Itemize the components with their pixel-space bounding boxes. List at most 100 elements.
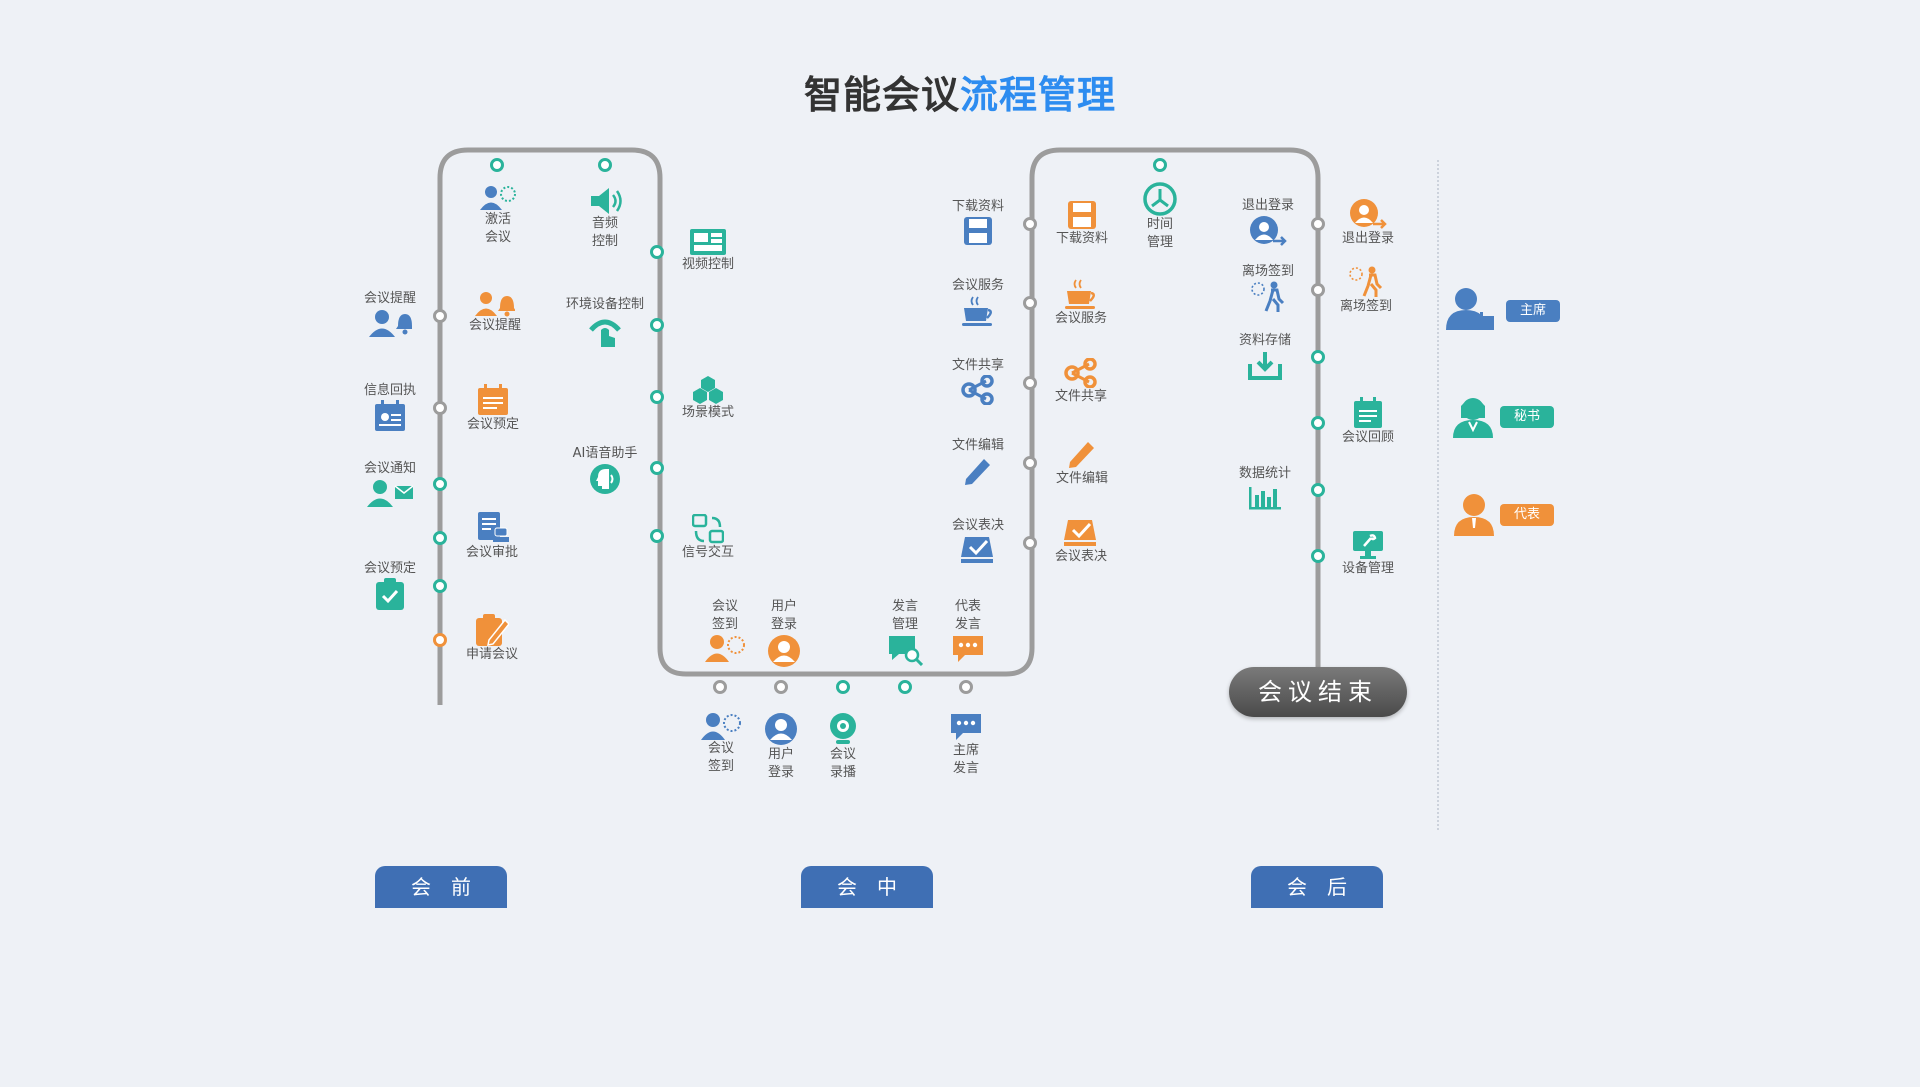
meeting-end-pill[interactable]: 会议结束	[1229, 667, 1407, 717]
in-item-logout[interactable]: 退出登录	[1213, 197, 1323, 247]
left-item-file-share[interactable]: 文件共享	[923, 357, 1033, 405]
track-node	[433, 531, 447, 545]
left-item-receipt[interactable]: 信息回执	[335, 382, 445, 432]
track-node	[650, 461, 664, 475]
user-fingerprint-icon	[705, 635, 745, 662]
item-signal-exchange[interactable]: 信号交互	[653, 514, 763, 562]
item-vote[interactable]: 会议表决	[1026, 518, 1136, 566]
left-item-service[interactable]: 会议服务	[923, 277, 1033, 327]
item-delegate-speech[interactable]: 代表 发言	[913, 598, 1023, 664]
track-node	[959, 680, 973, 694]
chat-search-icon	[889, 636, 923, 666]
role-tag-chair: 主席	[1506, 300, 1561, 322]
secretary-person-icon	[1453, 398, 1493, 438]
tab-during-meeting[interactable]: 会 中	[801, 866, 933, 908]
voice-head-icon	[590, 464, 620, 494]
track-node	[650, 245, 664, 259]
track-node	[898, 680, 912, 694]
track-node	[1311, 416, 1325, 430]
item-bottom-user-login[interactable]: 用户 登录	[726, 712, 836, 782]
divider	[1437, 160, 1439, 830]
walking-person-icon	[1251, 281, 1285, 312]
track-node	[1023, 456, 1037, 470]
coffee-cup-icon	[962, 296, 992, 326]
item-environment-control[interactable]: 环境设备控制	[550, 296, 660, 348]
item-speech-management[interactable]: 发言 管理	[850, 598, 960, 666]
item-bottom-sign-in[interactable]: 会议 签到	[666, 712, 776, 776]
item-top-sign-in[interactable]: 会议 签到	[670, 598, 780, 662]
user-fingerprint-icon	[701, 713, 741, 740]
item-meeting-review[interactable]: 会议回顾	[1313, 397, 1423, 447]
user-logout-icon	[1350, 199, 1387, 229]
track-node	[1153, 158, 1167, 172]
item-device-management[interactable]: 设备管理	[1313, 530, 1423, 578]
track-node	[433, 401, 447, 415]
track-node	[650, 318, 664, 332]
pencil-icon	[965, 459, 990, 485]
calendar-list-icon	[1354, 397, 1382, 428]
users-bell-icon	[475, 292, 515, 317]
track-node	[650, 529, 664, 543]
in-item-leave-sign[interactable]: 离场签到	[1213, 263, 1323, 313]
hexagons-icon	[693, 376, 723, 404]
left-item-vote[interactable]: 会议表决	[923, 517, 1033, 565]
item-meeting-recording[interactable]: 会议 录播	[788, 712, 898, 782]
item-video-control[interactable]: 视频控制	[653, 228, 763, 274]
in-item-storage[interactable]: 资料存储	[1210, 332, 1320, 380]
track-node	[774, 680, 788, 694]
user-circle-icon	[768, 635, 800, 667]
item-time-management[interactable]: 时间 管理	[1105, 182, 1215, 252]
chair-person-icon	[1446, 288, 1494, 330]
delegate-person-icon	[1454, 494, 1494, 536]
track-node	[1311, 483, 1325, 497]
left-item-booking[interactable]: 会议预定	[335, 560, 445, 610]
item-meeting-approval[interactable]: 会议审批	[437, 512, 547, 562]
user-circle-icon	[765, 713, 797, 745]
item-leave-sign[interactable]: 离场签到	[1311, 266, 1421, 316]
user-fingerprint-icon	[480, 186, 516, 210]
role-tag-delegate: 代表	[1500, 504, 1555, 526]
track-node	[433, 633, 447, 647]
left-item-meeting-reminder[interactable]: 会议提醒	[335, 290, 445, 338]
item-download[interactable]: 下载资料	[1027, 200, 1137, 248]
item-ai-voice-assistant[interactable]: AI语音助手	[550, 445, 660, 495]
track-node	[1311, 549, 1325, 563]
item-activate-meeting[interactable]: 激活 会议	[443, 185, 553, 247]
left-item-file-edit[interactable]: 文件编辑	[923, 437, 1033, 487]
document-stamp-icon	[478, 512, 509, 542]
item-audio-control[interactable]: 音频 控制	[550, 187, 660, 251]
clipboard-check-icon	[376, 578, 404, 610]
in-item-statistics[interactable]: 数据统计	[1210, 465, 1320, 511]
track-node	[1023, 217, 1037, 231]
tab-before-meeting[interactable]: 会 前	[375, 866, 507, 908]
item-scene-mode[interactable]: 场景模式	[653, 376, 763, 422]
track-node	[490, 158, 504, 172]
monitor-wrench-icon	[1353, 531, 1383, 559]
track-node	[713, 680, 727, 694]
signal-swap-icon	[692, 514, 724, 544]
item-logout[interactable]: 退出登录	[1313, 198, 1423, 248]
chat-bubble-icon	[953, 636, 983, 662]
share-nodes-icon	[1064, 358, 1097, 388]
item-file-share[interactable]: 文件共享	[1026, 358, 1136, 406]
item-file-edit[interactable]: 文件编辑	[1027, 438, 1137, 488]
item-apply-meeting[interactable]: 申请会议	[437, 614, 547, 664]
left-item-notice[interactable]: 会议通知	[335, 460, 445, 508]
role-tag-secretary: 秘书	[1500, 406, 1555, 428]
download-tray-icon	[1248, 352, 1282, 380]
track-node	[836, 680, 850, 694]
track-node	[1311, 350, 1325, 364]
user-logout-icon	[1250, 216, 1287, 246]
webcam-icon	[830, 713, 856, 744]
item-service[interactable]: 会议服务	[1026, 278, 1136, 328]
tab-after-meeting[interactable]: 会 后	[1251, 866, 1383, 908]
share-nodes-icon	[961, 375, 994, 405]
item-chair-speech[interactable]: 主席 发言	[911, 712, 1021, 778]
video-layout-icon	[690, 229, 726, 255]
item-meeting-reminder[interactable]: 会议提醒	[440, 291, 550, 335]
left-item-download[interactable]: 下载资料	[923, 198, 1033, 246]
item-top-user-login[interactable]: 用户 登录	[729, 598, 839, 668]
item-meeting-booking[interactable]: 会议预定	[438, 384, 548, 434]
chat-bubble-icon	[951, 714, 981, 740]
